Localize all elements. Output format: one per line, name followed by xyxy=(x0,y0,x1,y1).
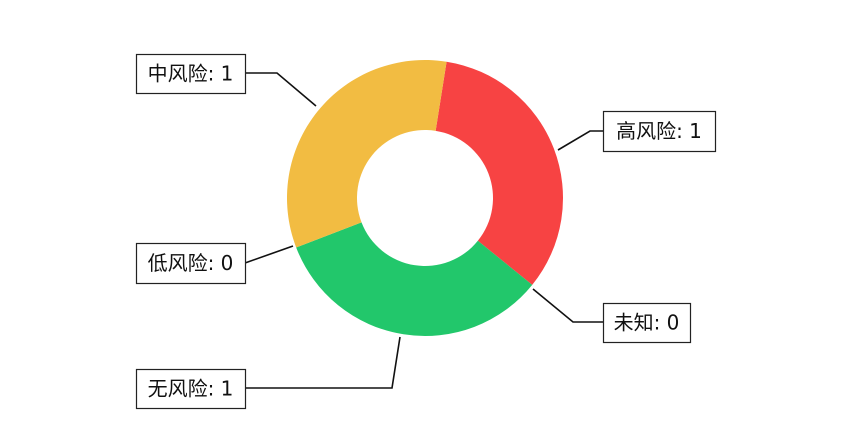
label-box xyxy=(135,53,247,95)
slice-4[interactable] xyxy=(286,60,447,248)
slice-label-2: 无风险: 1 xyxy=(135,336,401,410)
label-text: 低风险: 0 xyxy=(148,251,234,275)
label-box xyxy=(135,242,247,285)
label-box xyxy=(602,110,717,153)
slice-label-4: 中风险: 1 xyxy=(135,53,317,107)
leader-line xyxy=(244,245,294,264)
leader-line xyxy=(532,288,603,323)
label-text: 中风险: 1 xyxy=(148,62,234,86)
leader-line xyxy=(245,336,401,389)
label-box xyxy=(135,368,247,410)
label-text: 无风险: 1 xyxy=(148,377,234,401)
label-text: 高风险: 1 xyxy=(616,119,702,143)
slice-label-0: 高风险: 1 xyxy=(557,110,717,153)
slice-0[interactable] xyxy=(435,61,564,285)
slice-label-1: 未知: 0 xyxy=(532,288,692,344)
slice-label-3: 低风险: 0 xyxy=(135,242,294,285)
label-text: 未知: 0 xyxy=(614,311,680,335)
leader-line xyxy=(245,72,317,107)
label-box xyxy=(602,302,692,344)
slice-2[interactable] xyxy=(296,222,533,337)
leader-line xyxy=(557,130,603,151)
